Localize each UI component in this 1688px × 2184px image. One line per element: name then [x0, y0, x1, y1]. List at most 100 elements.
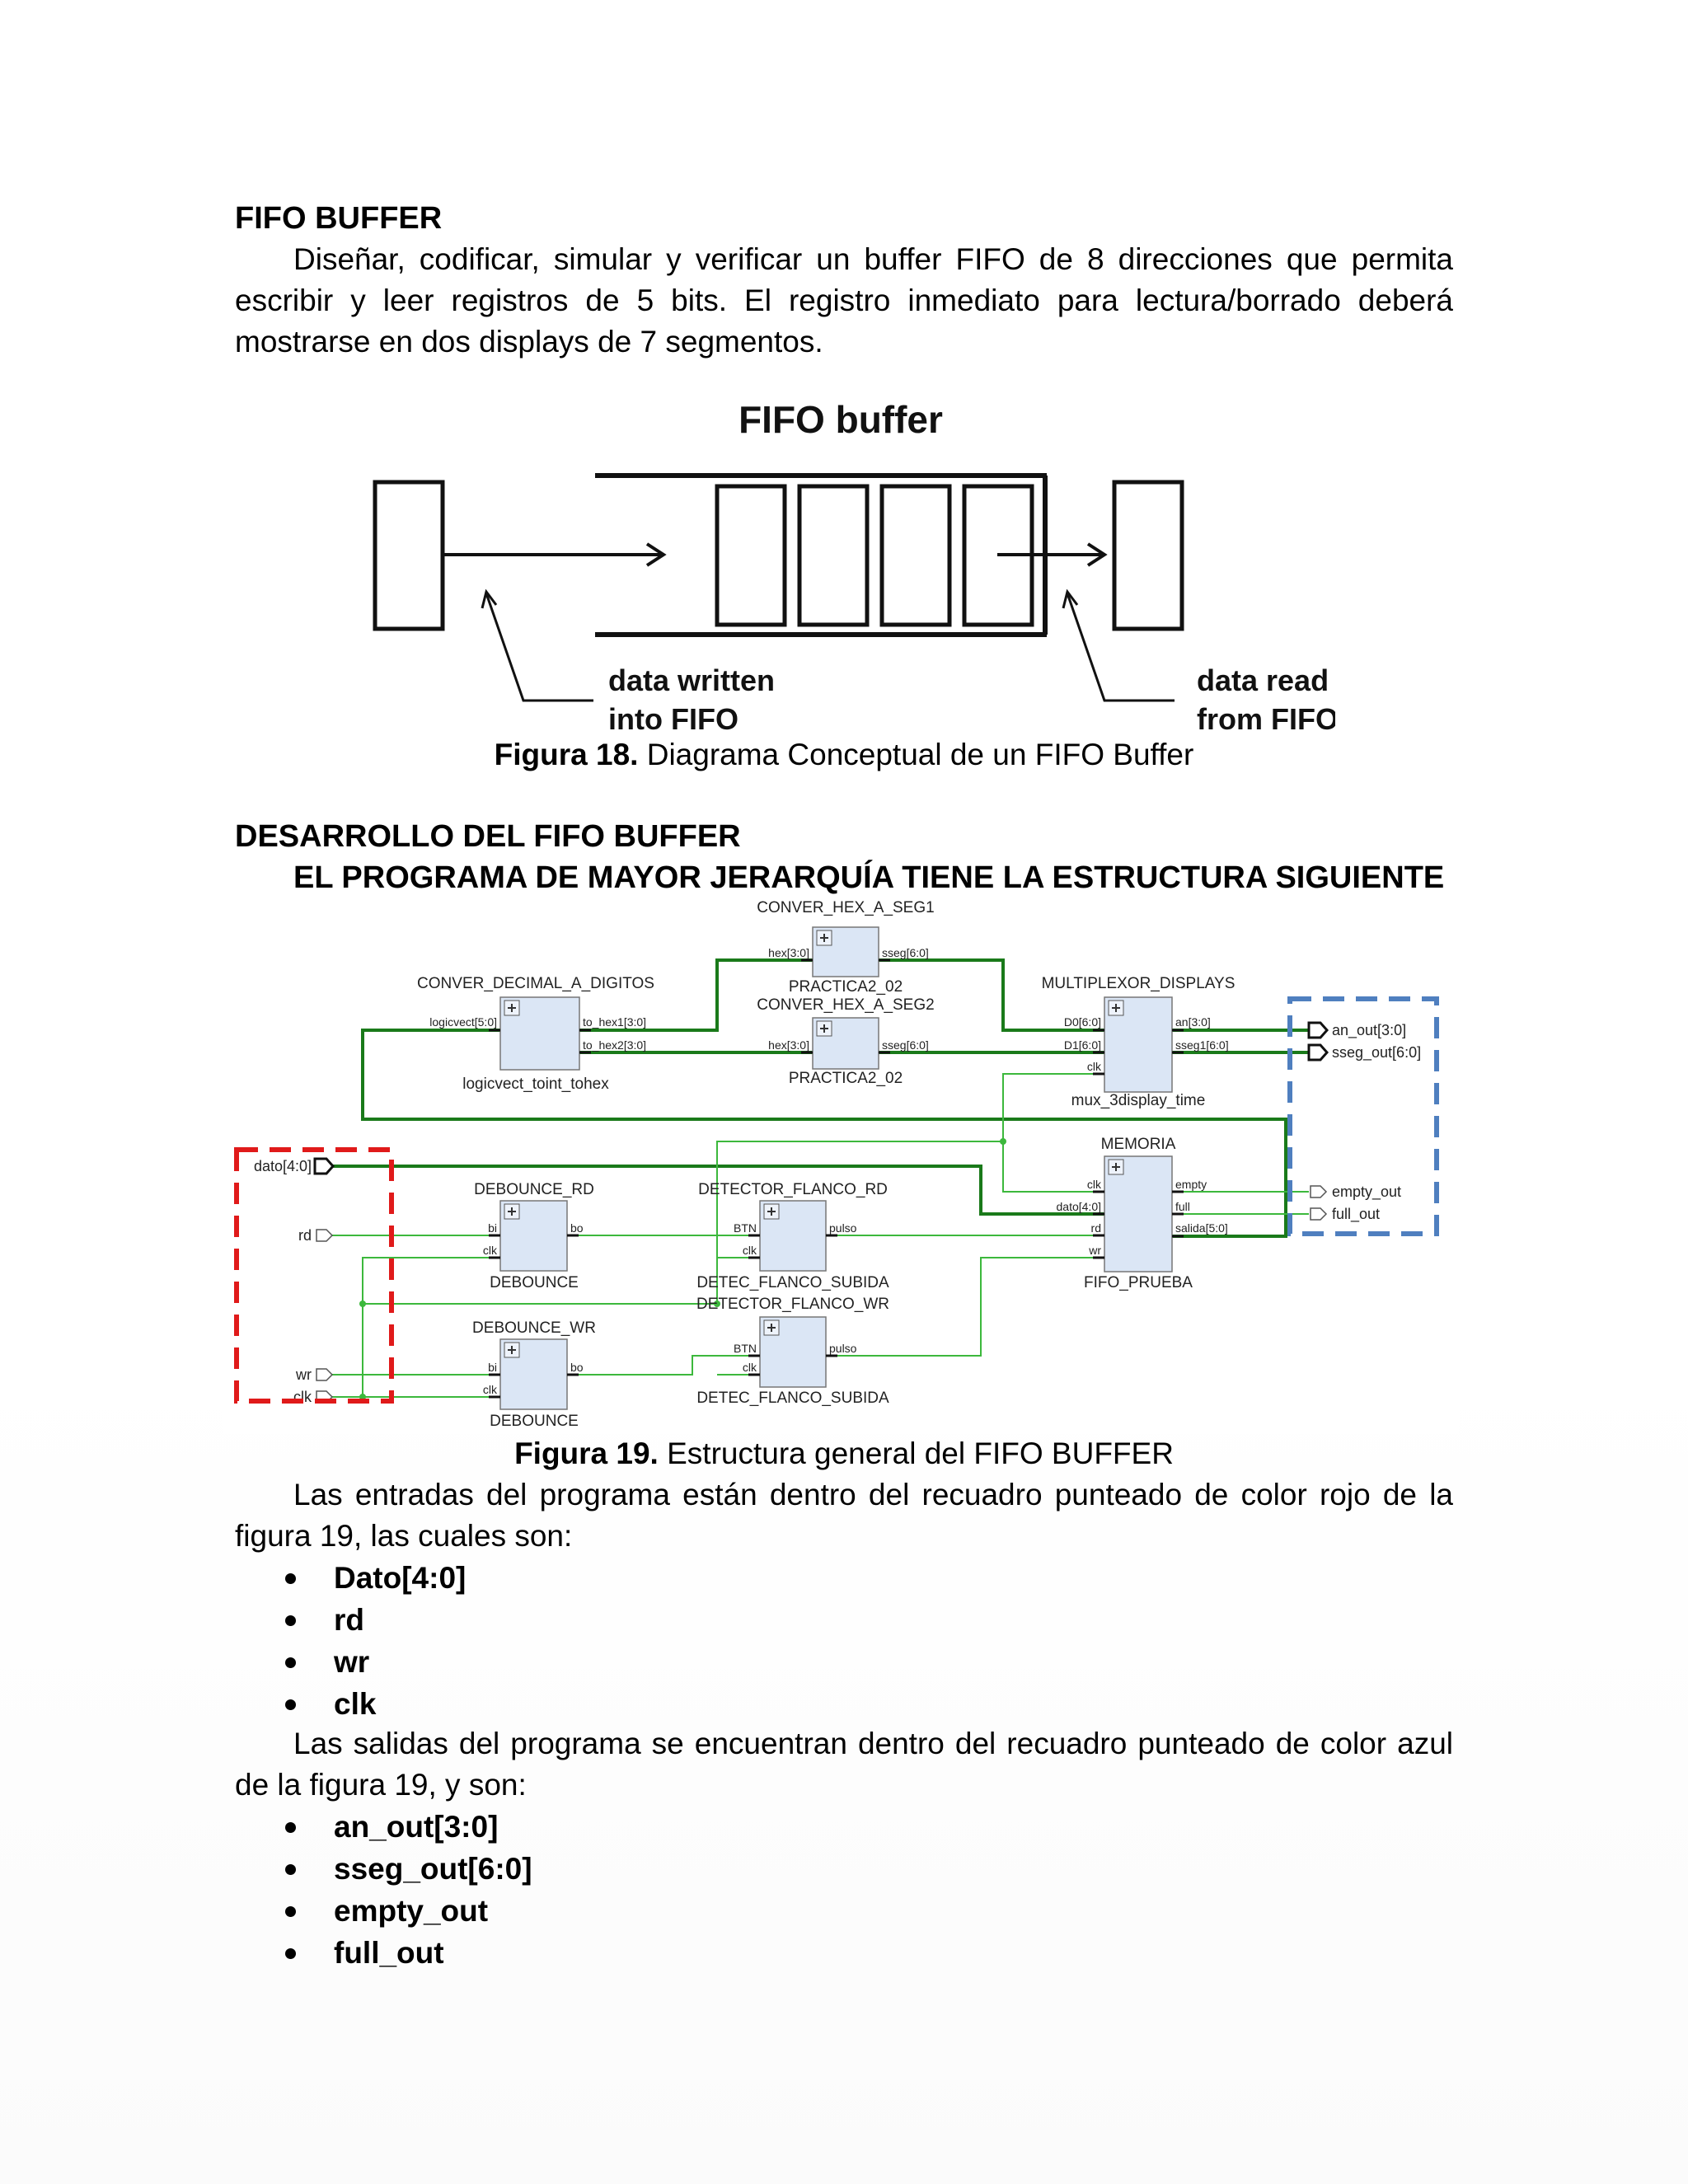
port-in-3: rd — [1091, 1221, 1101, 1235]
list-item: sseg_out[6:0] — [280, 1848, 532, 1890]
list-item: Dato[4:0] — [280, 1557, 466, 1599]
module-label: DETEC_FLANCO_SUBIDA — [696, 1390, 889, 1407]
list-item: wr — [280, 1641, 466, 1683]
source-register — [373, 480, 445, 631]
inputs-highlight-box — [234, 1147, 394, 1404]
instance-label: DEBOUNCE_RD — [474, 1181, 594, 1198]
wires-bus — [331, 958, 1309, 1238]
port-in-1: clk — [1087, 1178, 1102, 1191]
port-out: bo — [570, 1361, 584, 1374]
port-out-1: empty — [1175, 1178, 1207, 1191]
block-memoria: MEMORIA clk dato[4:0] rd wr empty full s… — [1057, 1136, 1228, 1291]
port-out-1: to_hex1[3:0] — [583, 1015, 646, 1029]
module-label: DEBOUNCE — [490, 1413, 579, 1430]
block-detector-flanco-wr: DETECTOR_FLANCO_WR BTN clk pulso DETEC_F… — [696, 1296, 889, 1407]
write-arrow-head — [645, 542, 667, 567]
section-paragraph-fifo: Diseñar, codificar, simular y verificar … — [235, 242, 1453, 359]
port-in-2: dato[4:0] — [1057, 1200, 1102, 1213]
port-in-2: clk — [743, 1244, 757, 1257]
port-label: empty_out — [1332, 1183, 1401, 1201]
block-detector-flanco-rd: DETECTOR_FLANCO_RD BTN clk pulso DETEC_F… — [696, 1181, 889, 1291]
port-in: logicvect[5:0] — [429, 1015, 497, 1029]
section-subtitle-jerarquia: EL PROGRAMA DE MAYOR JERARQUÍA TIENE LA … — [293, 860, 1445, 895]
written-callout — [485, 593, 593, 702]
input-port-rd: rd — [298, 1227, 334, 1244]
block-debounce-rd: DEBOUNCE_RD bi clk bo DEBOUNCE — [474, 1181, 594, 1291]
port-out-3: salida[5:0] — [1175, 1221, 1228, 1235]
port-in-2: D1[6:0] — [1064, 1038, 1101, 1052]
instance-label: CONVER_DECIMAL_A_DIGITOS — [417, 975, 654, 992]
input-port-dato: dato[4:0] — [254, 1157, 335, 1175]
block-multiplexor-displays: MULTIPLEXOR_DISPLAYS D0[6:0] D1[6:0] clk… — [1042, 975, 1236, 1109]
instance-label: MEMORIA — [1101, 1136, 1176, 1153]
figure-19-schematic: CONVER_HEX_A_SEG1 hex[3:0] sseg[6:0] PRA… — [223, 894, 1459, 1434]
figure-18-diagram: FIFO buffer data written into FIFO data … — [373, 398, 1335, 736]
label-data-read-2: from FIFO — [1197, 702, 1335, 736]
instance-label: DETECTOR_FLANCO_RD — [698, 1181, 888, 1198]
label-data-written-1: data written — [608, 663, 775, 697]
list-item: clk — [280, 1683, 466, 1725]
port-out: pulso — [829, 1221, 857, 1235]
port-label: full_out — [1332, 1206, 1380, 1223]
port-out: sseg[6:0] — [882, 1038, 929, 1052]
read-arrow-head — [1086, 542, 1108, 567]
figure-19-caption: Figura 19. Estructura general del FIFO B… — [0, 1433, 1688, 1474]
port-label: an_out[3:0] — [1332, 1022, 1406, 1039]
label-data-written-2: into FIFO — [608, 702, 738, 736]
port-in-1: bi — [488, 1361, 497, 1374]
list-item: an_out[3:0] — [280, 1806, 532, 1848]
port-out-1: an[3:0] — [1175, 1015, 1211, 1029]
input-port-wr: wr — [295, 1366, 334, 1383]
block-conver-hex-a-seg1: CONVER_HEX_A_SEG1 hex[3:0] sseg[6:0] PRA… — [757, 899, 934, 996]
port-label: rd — [298, 1227, 312, 1244]
port-out: bo — [570, 1221, 584, 1235]
port-out: pulso — [829, 1342, 857, 1355]
schematic-background — [223, 894, 1459, 1434]
module-label: DETEC_FLANCO_SUBIDA — [696, 1274, 889, 1291]
port-out-2: to_hex2[3:0] — [583, 1038, 646, 1052]
port-in: hex[3:0] — [768, 946, 809, 959]
port-label: dato[4:0] — [254, 1158, 312, 1174]
section-title-fifo-buffer: FIFO BUFFER — [235, 201, 443, 236]
instance-label: CONVER_HEX_A_SEG2 — [757, 996, 934, 1014]
list-item: full_out — [280, 1932, 532, 1974]
port-in-1: BTN — [734, 1221, 757, 1235]
port-in-4: wr — [1088, 1244, 1101, 1257]
figure-18-caption-text: Diagrama Conceptual de un FIFO Buffer — [638, 738, 1194, 771]
section-title-desarrollo: DESARROLLO DEL FIFO BUFFER — [235, 819, 741, 854]
port-out-2: sseg1[6:0] — [1175, 1038, 1229, 1052]
label-data-read-1: data read — [1197, 663, 1329, 697]
outputs-highlight-box — [1287, 996, 1439, 1236]
module-label: FIFO_PRUEBA — [1084, 1274, 1193, 1291]
port-in-3: clk — [1087, 1060, 1102, 1073]
output-port-sseg-out: sseg_out[6:0] — [1307, 1043, 1421, 1062]
figure-18-caption-label: Figura 18. — [494, 738, 639, 771]
block-conver-decimal-a-digitos: CONVER_DECIMAL_A_DIGITOS logicvect[5:0] … — [417, 975, 654, 1093]
figure-19-caption-text: Estructura general del FIFO BUFFER — [658, 1436, 1174, 1470]
module-label: mux_3display_time — [1071, 1092, 1206, 1109]
port-stubs — [489, 958, 1184, 1399]
instance-label: MULTIPLEXOR_DISPLAYS — [1042, 975, 1236, 992]
port-label: wr — [295, 1366, 312, 1383]
block-conver-hex-a-seg2: CONVER_HEX_A_SEG2 hex[3:0] sseg[6:0] PRA… — [757, 996, 934, 1087]
module-label: logicvect_toint_tohex — [462, 1076, 609, 1093]
outputs-list: an_out[3:0] sseg_out[6:0] empty_out full… — [280, 1806, 532, 1974]
fifo-slot-3 — [879, 484, 952, 627]
output-port-full-out: full_out — [1310, 1206, 1380, 1223]
wires-single — [331, 1073, 1309, 1398]
instance-label: DEBOUNCE_WR — [472, 1319, 596, 1337]
list-item: empty_out — [280, 1890, 532, 1932]
inputs-list: Dato[4:0] rd wr clk — [280, 1557, 466, 1725]
port-in-1: bi — [488, 1221, 497, 1235]
port-in-2: clk — [483, 1383, 498, 1396]
read-callout — [1066, 593, 1175, 702]
destination-register — [1112, 480, 1184, 631]
instance-label: CONVER_HEX_A_SEG1 — [757, 899, 934, 916]
inputs-paragraph: Las entradas del programa están dentro d… — [235, 1478, 1453, 1553]
module-label: PRACTICA2_02 — [789, 978, 903, 996]
outputs-paragraph: Las salidas del programa se encuentran d… — [235, 1727, 1453, 1802]
port-in: hex[3:0] — [768, 1038, 809, 1052]
port-out: sseg[6:0] — [882, 946, 929, 959]
port-in-2: clk — [483, 1244, 498, 1257]
output-port-an-out: an_out[3:0] — [1307, 1021, 1406, 1039]
